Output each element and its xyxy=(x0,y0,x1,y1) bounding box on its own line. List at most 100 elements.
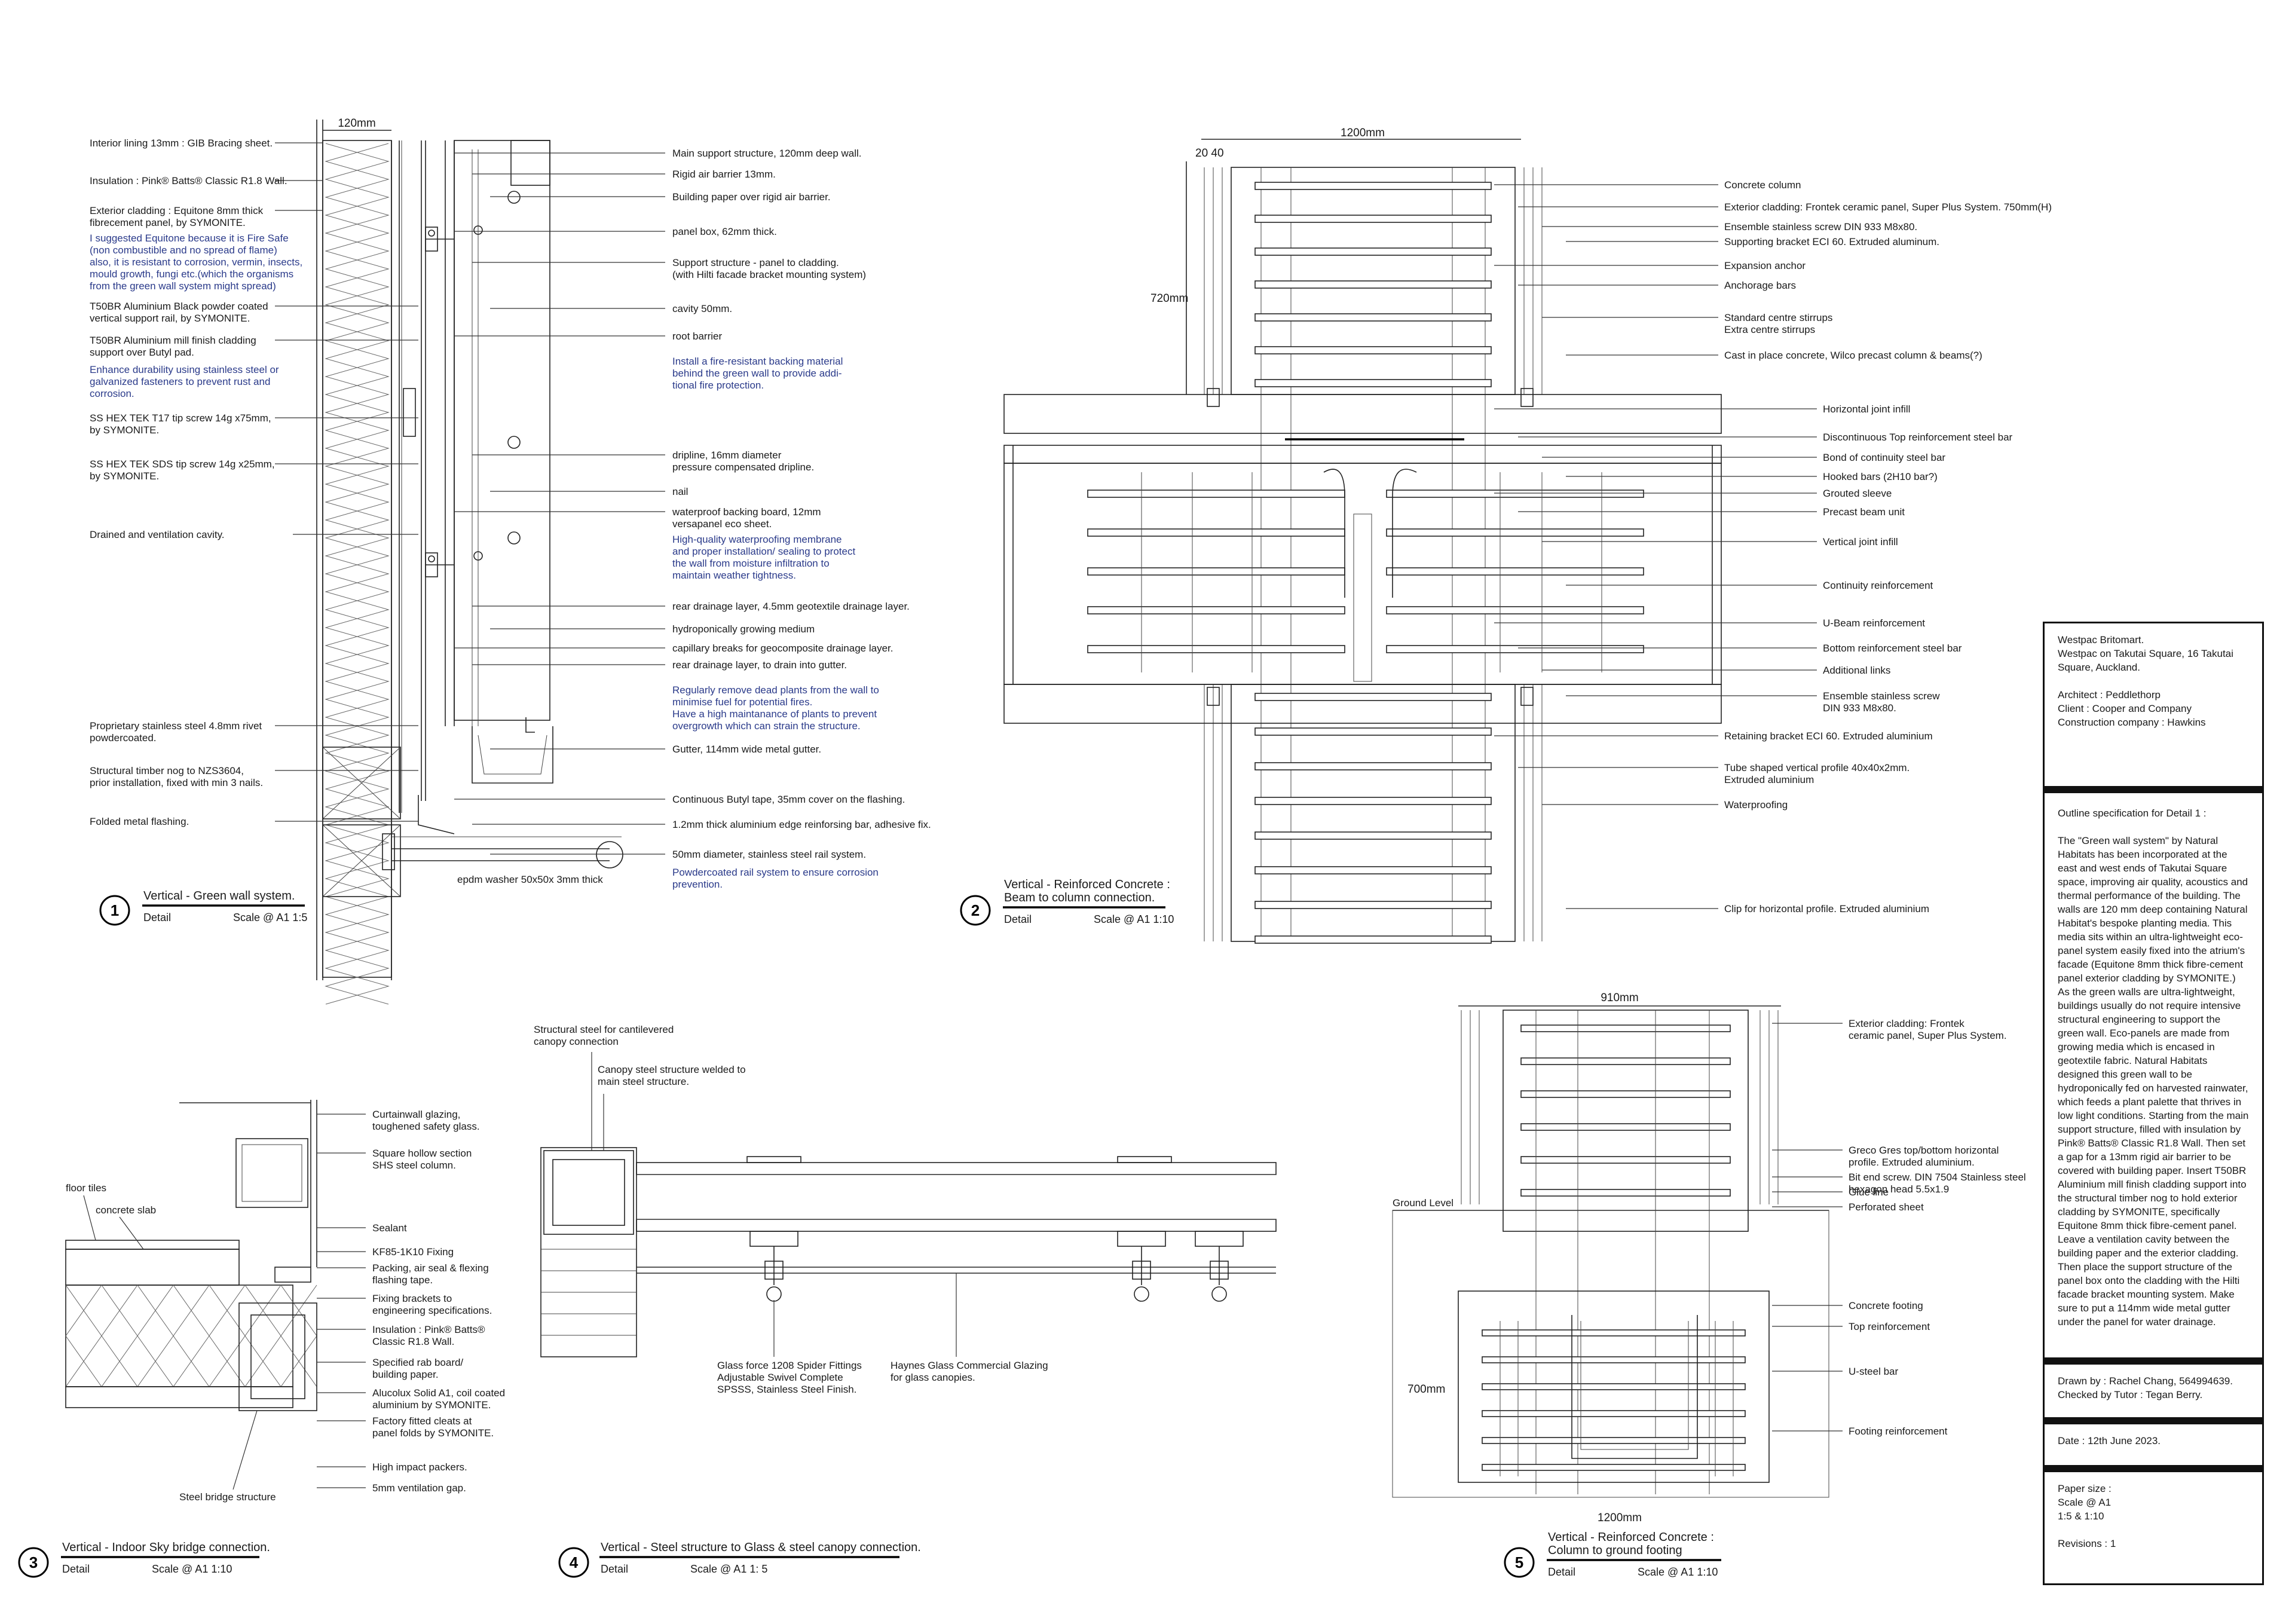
insulation-zigzag xyxy=(101,1284,138,1387)
title-block-line: Westpac Britomart. xyxy=(2058,634,2144,646)
right-callout: (with Hilti facade bracket mounting syst… xyxy=(672,269,866,280)
leader-line xyxy=(83,1195,96,1241)
right-callout: Sealant xyxy=(372,1222,407,1234)
design-note: behind the green wall to provide addi- xyxy=(672,368,842,379)
dimension-text: 20 40 xyxy=(1195,147,1224,160)
insulation-zigzag xyxy=(101,1284,138,1387)
stirrup xyxy=(1254,901,1492,909)
detail-title: Column to ground footing xyxy=(1548,1544,1682,1557)
growing-medium xyxy=(454,140,550,721)
timber-nog xyxy=(322,747,401,819)
stirrup xyxy=(1254,935,1492,944)
right-callout: Curtainwall glazing, xyxy=(372,1109,460,1120)
right-callout: Specified rab board/ xyxy=(372,1357,463,1368)
right-callout: Hooked bars (2H10 bar?) xyxy=(1823,471,1938,482)
right-callout: Supporting bracket ECI 60. Extruded alum… xyxy=(1724,236,1939,247)
left-callout: Structural timber nog to NZS3604, xyxy=(90,765,244,776)
right-callout: Waterproofing xyxy=(1724,799,1788,811)
detail-number-circle xyxy=(18,1547,49,1578)
right-callout: Exterior cladding: Frontek ceramic panel… xyxy=(1724,201,2052,213)
beam-bar xyxy=(1386,567,1644,576)
title-block-line: Revisions : 1 xyxy=(2058,1538,2116,1549)
right-callout: waterproof backing board, 12mm xyxy=(672,506,821,518)
right-callout: hydroponically growing medium xyxy=(672,623,815,635)
right-callout: U-steel bar xyxy=(1849,1366,1898,1377)
stirrup xyxy=(1254,215,1492,223)
left-callout: Folded metal flashing. xyxy=(90,816,189,827)
left-callout: T50BR Aluminium mill finish cladding xyxy=(90,335,256,346)
title-block-line: Square, Auckland. xyxy=(2058,662,2140,673)
design-note: galvanized fasteners to prevent rust and xyxy=(90,376,270,387)
design-note: Install a fire-resistant backing materia… xyxy=(672,356,843,367)
gutter xyxy=(472,726,553,784)
insulation-zigzag xyxy=(280,1284,317,1387)
stirrup xyxy=(1254,797,1492,805)
hooked-bar xyxy=(1323,469,1345,598)
right-callout: U-Beam reinforcement xyxy=(1823,617,1925,629)
left-callout: by SYMONITE. xyxy=(90,424,159,436)
design-note: prevention. xyxy=(672,879,723,890)
slab-lower-top xyxy=(1003,684,1722,724)
nog-cross xyxy=(322,824,401,897)
right-callout: DIN 933 M8x80. xyxy=(1823,702,1896,714)
detail-scale: Scale @ A1 1:10 xyxy=(1094,913,1174,925)
right-callout: Main support structure, 120mm deep wall. xyxy=(672,148,862,159)
title-block-line: Construction company : Hawkins xyxy=(2058,717,2206,728)
insulation-zigzag xyxy=(280,1284,317,1387)
right-callout: Building paper over rigid air barrier. xyxy=(672,191,831,203)
title-block-divider xyxy=(2045,786,2262,793)
insulation-zigzag xyxy=(65,1284,102,1387)
right-callout: toughened safety glass. xyxy=(372,1121,480,1132)
right-callout: 5mm ventilation gap. xyxy=(372,1482,466,1494)
screw-icon xyxy=(473,225,483,235)
right-callout: panel box, 62mm thick. xyxy=(672,226,777,237)
detail-title: Vertical - Reinforced Concrete : xyxy=(1548,1531,1714,1544)
stirrup xyxy=(1254,831,1492,840)
canopy-beam-bottom xyxy=(636,1219,1277,1232)
right-callout: Horizontal joint infill xyxy=(1823,403,1910,415)
stirrup xyxy=(1254,379,1492,387)
detail-title: Vertical - Steel structure to Glass & st… xyxy=(601,1541,921,1554)
title-block-line: Drawn by : Rachel Chang, 564994639. xyxy=(2058,1375,2233,1387)
right-callout: Precast beam unit xyxy=(1823,506,1905,518)
right-callout: Standard centre stirrups xyxy=(1724,312,1832,323)
right-callout: Concrete column xyxy=(1724,179,1801,191)
design-note: mould growth, fungi etc.(which the organ… xyxy=(90,268,293,280)
right-callout: Extra centre stirrups xyxy=(1724,324,1815,335)
insulation-zigzag xyxy=(244,1284,281,1387)
canopy-beam-top xyxy=(636,1162,1277,1175)
stirrup xyxy=(1254,693,1492,701)
stirrup xyxy=(1254,313,1492,322)
right-callout: epdm washer 50x50x 3mm thick xyxy=(457,874,603,885)
insulation-zigzag xyxy=(173,1284,210,1387)
stirrup xyxy=(1520,1057,1731,1065)
leader-line xyxy=(119,1216,144,1250)
title-block-line: Scale @ A1 xyxy=(2058,1497,2112,1508)
right-callout: profile. Extruded aluminium. xyxy=(1849,1157,1975,1168)
spider-fitting-plate xyxy=(749,1231,798,1247)
insulation-zigzag xyxy=(244,1284,281,1387)
ground-level: Ground Level xyxy=(1393,1197,1454,1209)
beam-bar xyxy=(1386,645,1644,653)
top-plate xyxy=(746,1156,801,1163)
right-callout: nail xyxy=(672,486,688,497)
dripline-icon xyxy=(507,531,521,545)
top-callout: Structural steel for cantilevered xyxy=(534,1024,674,1035)
outline-specification: Outline specification for Detail 1 : The… xyxy=(2045,797,2262,1353)
design-note: Enhance durability using stainless steel… xyxy=(90,364,279,375)
main-steel-column xyxy=(540,1147,637,1357)
bracket xyxy=(1207,388,1220,407)
right-callout: dripline, 16mm diameter xyxy=(672,449,782,461)
project-info: Westpac Britomart.Westpac on Takutai Squ… xyxy=(2045,623,2262,785)
screw-icon xyxy=(428,555,435,562)
stirrup xyxy=(1254,727,1492,736)
left-callout: T50BR Aluminium Black powder coated xyxy=(90,301,268,312)
left-callout: Insulation : Pink® Batts® Classic R1.8 W… xyxy=(90,175,287,186)
left-callout: Interior lining 13mm : GIB Bracing sheet… xyxy=(90,137,273,149)
right-callout: Discontinuous Top reinforcement steel ba… xyxy=(1823,432,2013,443)
design-note: Powdercoated rail system to ensure corro… xyxy=(672,867,879,878)
spider-fitting xyxy=(1210,1261,1229,1280)
bottom-callout: Haynes Glass Commercial Glazing xyxy=(891,1360,1048,1371)
spider-bolt-icon xyxy=(1134,1286,1149,1302)
